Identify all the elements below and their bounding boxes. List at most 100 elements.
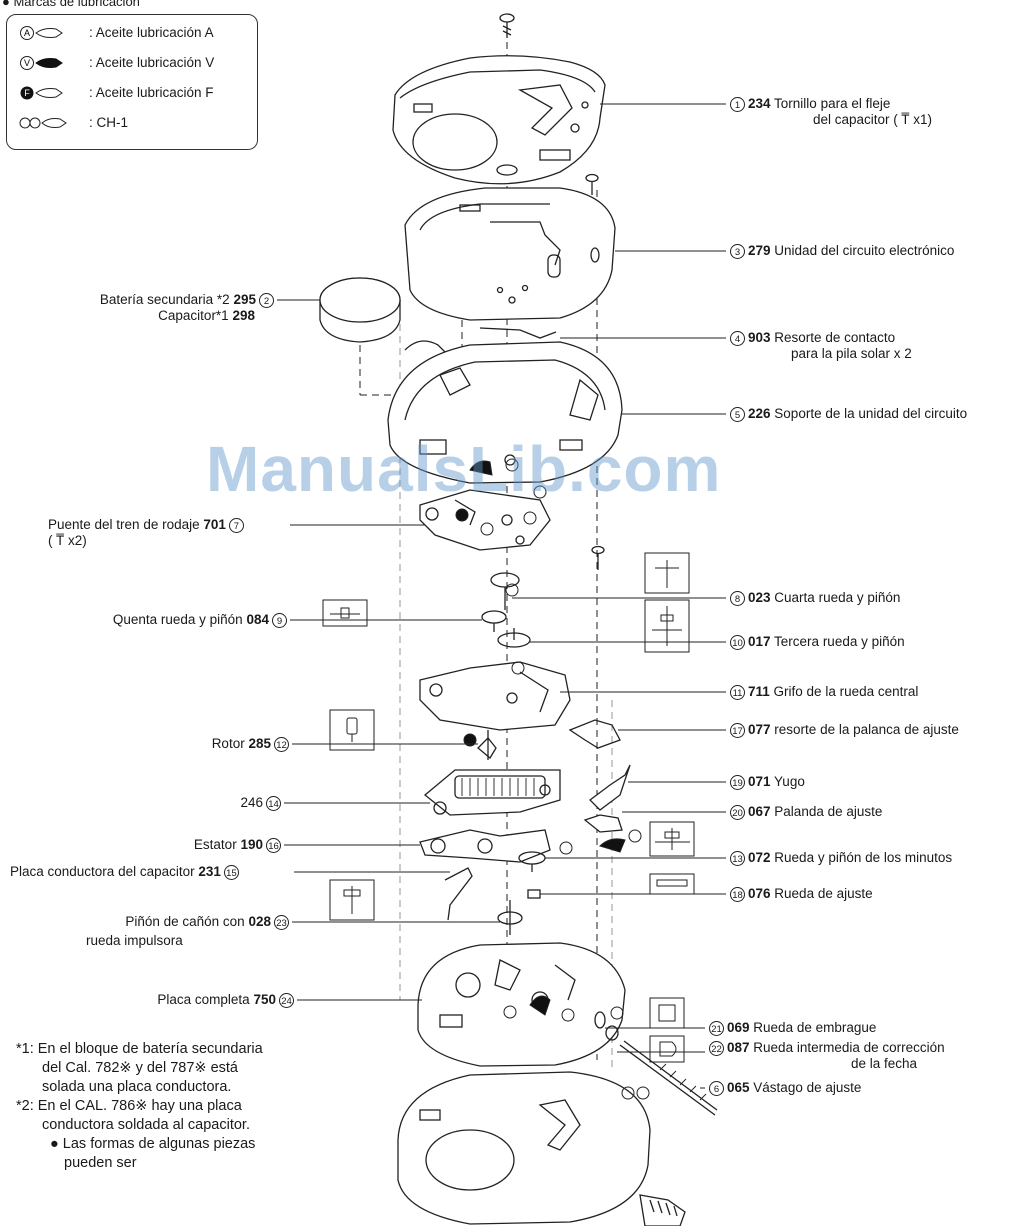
legend-row-ch1: : CH-1	[19, 113, 128, 133]
legend-label-v: : Aceite lubricación V	[89, 55, 215, 70]
part-number-badge: 17	[730, 722, 745, 738]
part-number-badge: 1	[730, 96, 745, 112]
oil-f-letter: F	[24, 88, 30, 98]
part-number-badge: 10	[730, 634, 745, 650]
circuit-cover-plate	[392, 55, 606, 185]
part-label-23-line2: rueda impulsora	[86, 933, 183, 948]
part-number-badge: 20	[730, 804, 745, 820]
capacitor-conductor-plate	[444, 867, 473, 921]
fourth-wheel	[490, 572, 520, 610]
fifth-wheel	[481, 610, 507, 632]
part-number-badge: 11	[730, 684, 745, 700]
part-number-badge: 13	[730, 850, 745, 866]
main-plate	[417, 942, 626, 1067]
legend-label-a: : Aceite lubricación A	[89, 25, 214, 40]
cannon-pinion	[497, 900, 523, 935]
detail-box-18	[649, 873, 695, 895]
train-wheel-bridge	[419, 489, 551, 551]
legend-title: ● Marcas de lubricación	[2, 0, 140, 9]
detail-box-10	[644, 599, 690, 653]
rotor	[477, 730, 497, 760]
part-number-badge: 2	[259, 292, 274, 308]
part-number-badge: 3	[730, 243, 745, 259]
part-number-badge: 5	[730, 406, 745, 422]
detail-box-9	[322, 599, 368, 627]
leader-lines-right	[512, 103, 726, 1089]
part-number-badge: 9	[272, 612, 287, 628]
footnote-3: ● Las formas de algunas piezas pueden se…	[50, 1136, 256, 1171]
stator	[419, 829, 551, 863]
detail-box-12	[329, 709, 375, 751]
setting-lever-spring	[568, 719, 621, 749]
footnotes: *1: En el bloque de batería secundaria d…	[16, 1040, 266, 1173]
oil-v-icon: V	[19, 53, 89, 73]
clutch-wheel	[594, 1011, 606, 1029]
detail-boxes	[322, 552, 695, 1063]
leader-lines-left	[277, 299, 500, 1001]
oil-v-letter: V	[24, 58, 30, 68]
detail-box-20	[649, 821, 695, 857]
part-number-badge: 6	[709, 1080, 724, 1096]
watermark: ManualsLib.com	[206, 433, 722, 505]
circuit-unit	[404, 187, 616, 321]
footnote-2: *2: En el CAL. 786※ hay una placa conduc…	[16, 1098, 250, 1133]
circuit-holder	[387, 341, 623, 484]
center-wheel-bridge	[419, 661, 571, 731]
legend-row-v: V : Aceite lubricación V	[19, 53, 214, 73]
part-number-badge: 4	[730, 330, 745, 346]
lubrication-legend: A : Aceite lubricación A V : Aceite lubr…	[6, 14, 258, 150]
part-number-badge: 16	[266, 837, 281, 853]
setting-wheel	[527, 889, 541, 899]
part-number-badge: 19	[730, 774, 745, 790]
screw-1-icon	[499, 13, 515, 38]
legend-label-ch1: : CH-1	[89, 115, 129, 130]
part-number-badge: 18	[730, 886, 745, 902]
setting-lever	[583, 814, 623, 833]
secondary-battery	[319, 277, 401, 396]
part-number-badge: 7	[228, 517, 244, 533]
part-number-badge: 21	[709, 1020, 724, 1036]
detail-box-8	[644, 552, 690, 594]
oil-a-letter: A	[24, 28, 30, 38]
complete-movement	[397, 1071, 686, 1226]
yoke	[589, 764, 631, 811]
footnote-1: *1: En el bloque de batería secundaria d…	[16, 1041, 263, 1095]
date-correction-wheel	[605, 1025, 619, 1041]
part-number-badge: 14	[266, 795, 281, 811]
contact-springs	[404, 327, 557, 353]
legend-row-f: F : Aceite lubricación F	[19, 83, 214, 103]
oil-marks	[455, 458, 650, 1100]
detail-box-23	[329, 879, 375, 921]
legend-row-a: A : Aceite lubricación A	[19, 23, 214, 43]
oil-a-icon: A	[19, 23, 89, 43]
grease-ch1-icon	[19, 113, 89, 133]
oil-f-icon: F	[19, 83, 89, 103]
coil-block	[423, 769, 561, 816]
screw-3-icon	[585, 173, 599, 195]
detail-box-22	[649, 1035, 685, 1063]
screw-7-icon	[591, 545, 605, 570]
